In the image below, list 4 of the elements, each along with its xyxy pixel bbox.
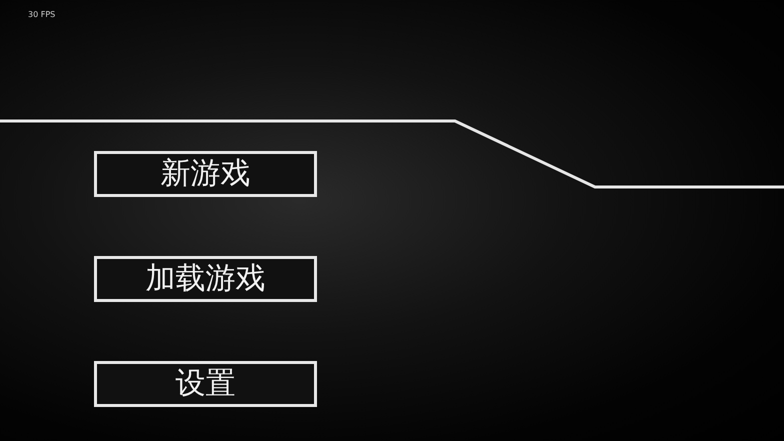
fps-counter: 30 FPS xyxy=(28,10,56,19)
menu-button: 新游戏 xyxy=(94,151,317,197)
menu-button: 设置 xyxy=(94,361,317,407)
menu-button: 加载游戏 xyxy=(94,256,317,302)
